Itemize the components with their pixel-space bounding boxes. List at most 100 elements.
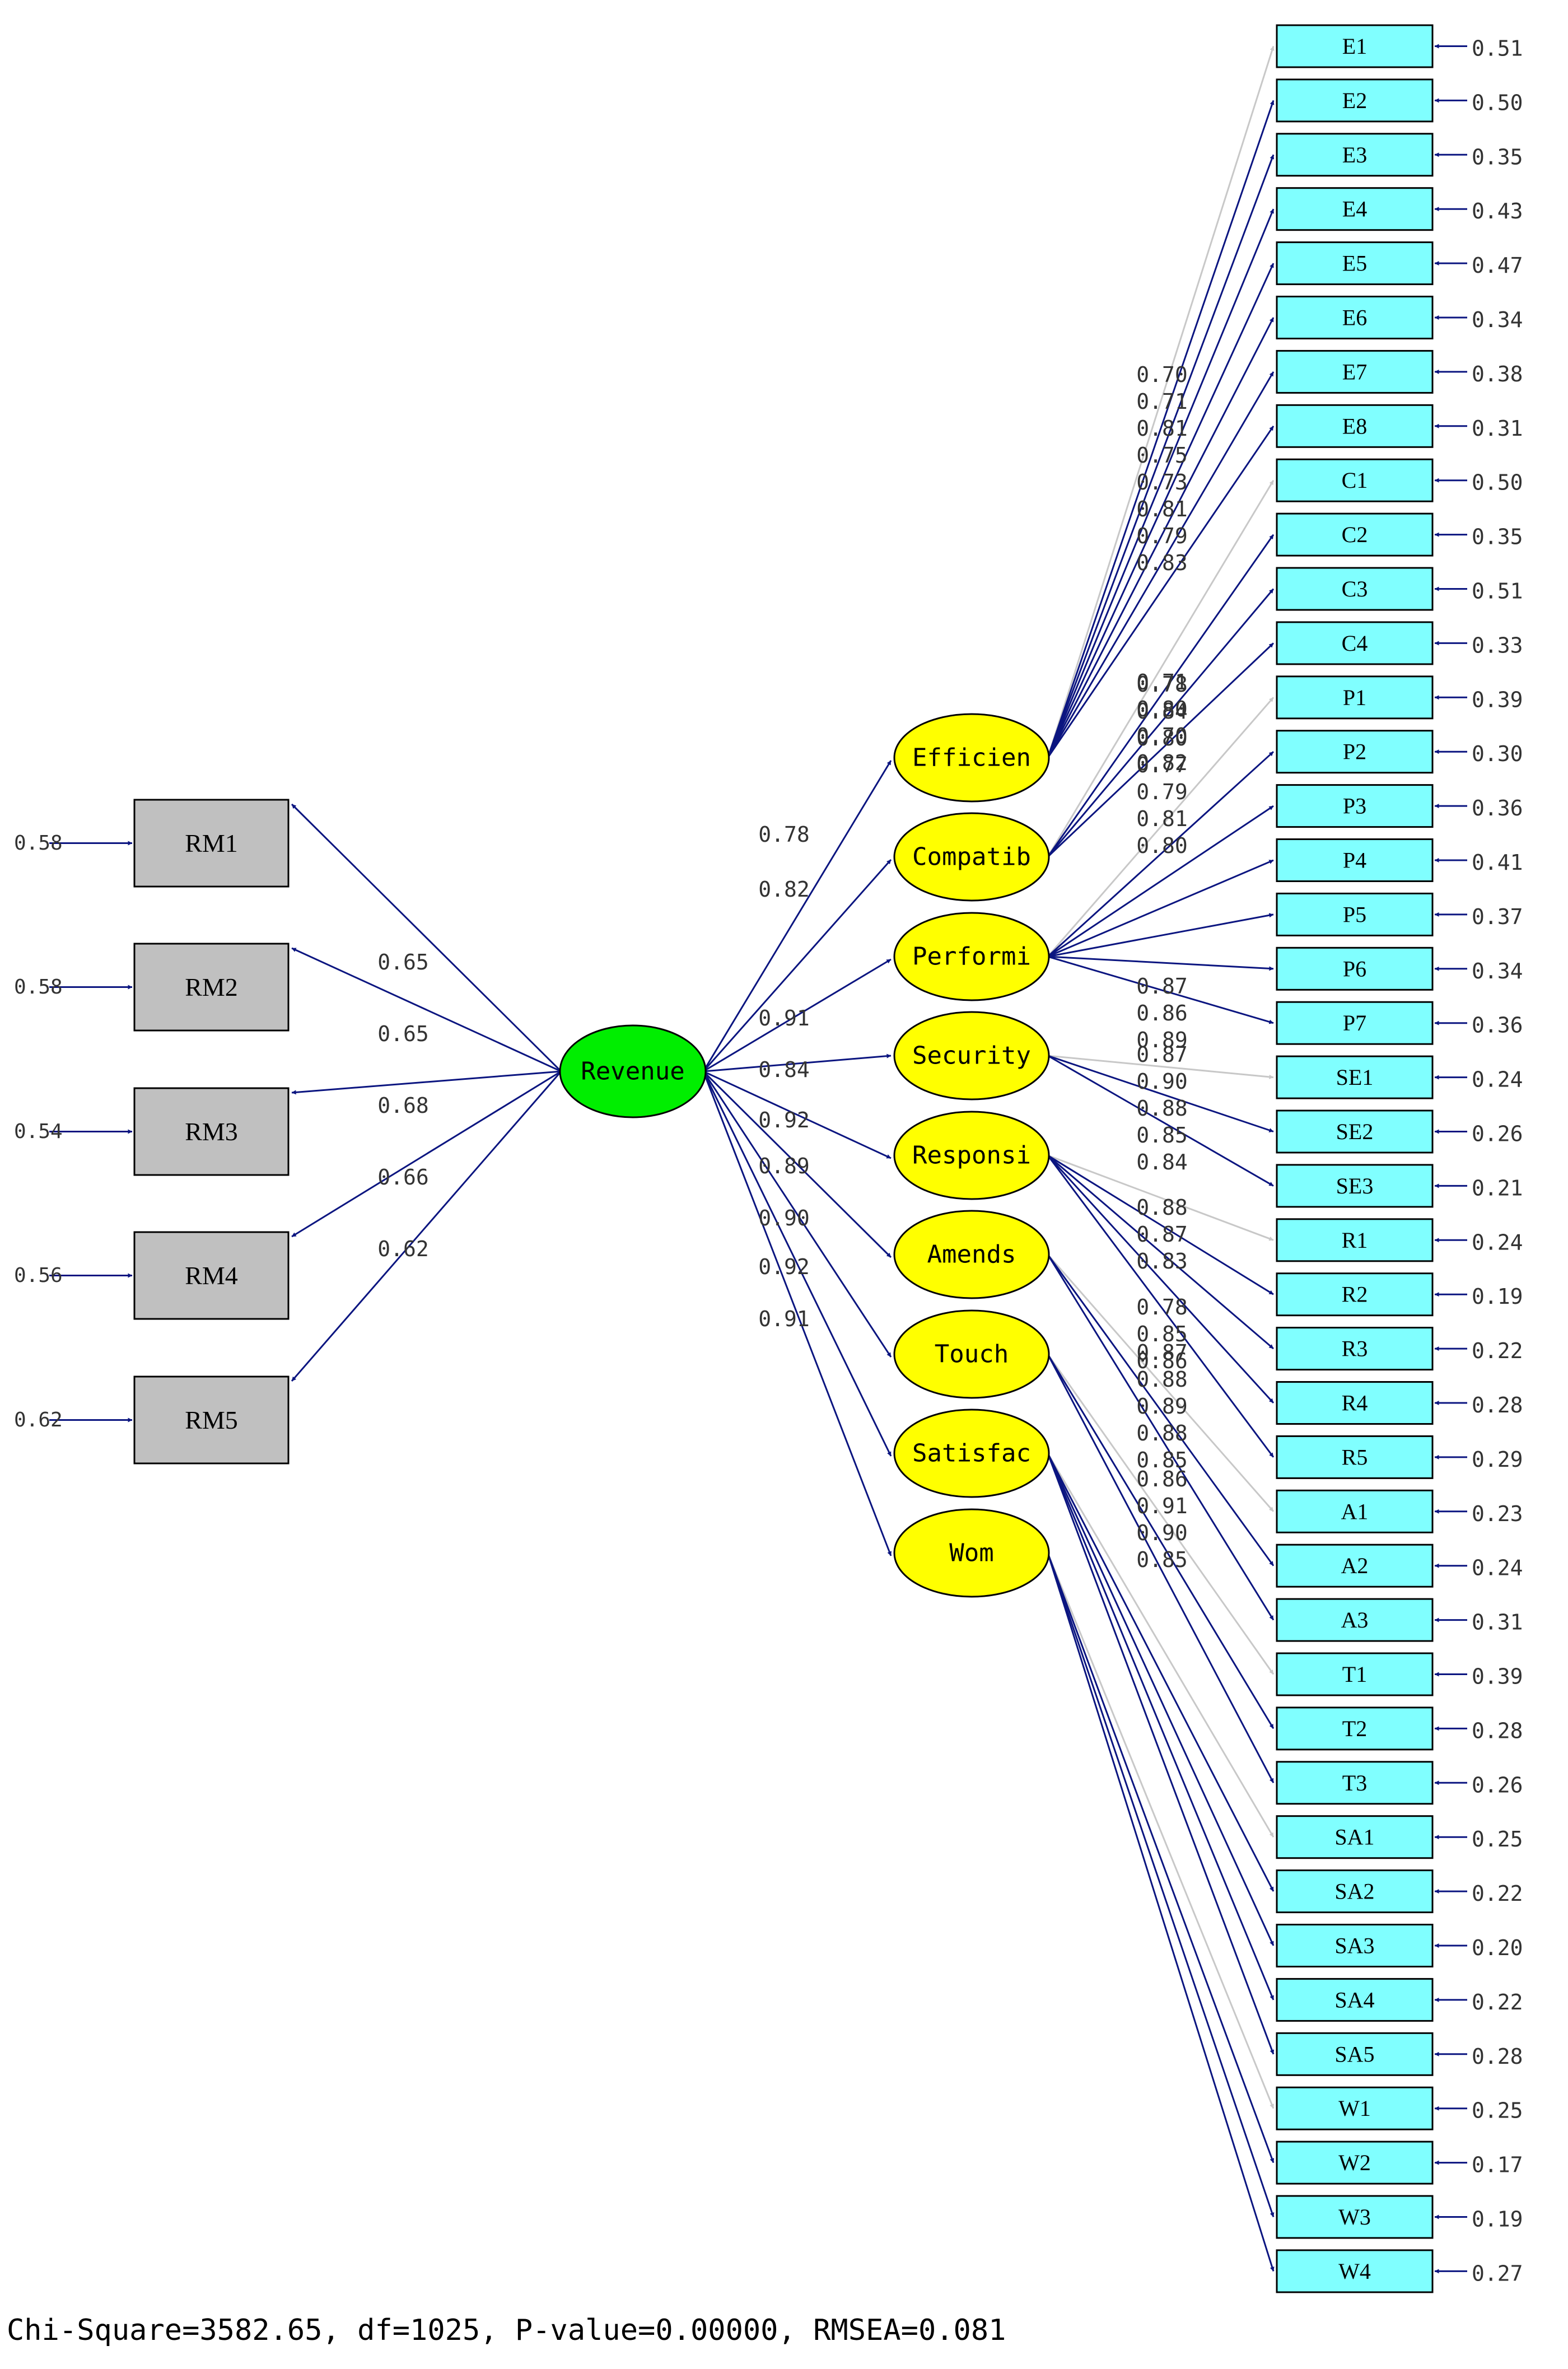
indicator-label: E5 <box>1342 251 1367 276</box>
measurement-path <box>1047 1354 1275 1729</box>
error-variance: 0.20 <box>1472 1936 1523 1960</box>
latent-factor-label: Satisfac <box>912 1439 1031 1468</box>
nodes-layer: RM1RM2RM3RM4RM5RevenueE1E2E3E4E5E6E7E8C1… <box>133 24 1434 2293</box>
measurement-path <box>1047 588 1275 857</box>
measurement-path <box>1047 46 1275 758</box>
measurement-path <box>1047 1055 1274 1132</box>
measurement-path <box>1047 1552 1275 2217</box>
factor-loading: 0.90 <box>1136 1069 1188 1094</box>
indicator-label: W2 <box>1338 2150 1371 2175</box>
error-variance: 0.50 <box>1472 90 1523 115</box>
measurement-path <box>1047 1453 1275 2055</box>
error-variance: 0.17 <box>1472 2153 1523 2177</box>
indicator-label: E7 <box>1342 359 1367 384</box>
error-variance: 0.29 <box>1472 1447 1523 1472</box>
indicator-label: W3 <box>1338 2204 1371 2230</box>
indicator-box <box>1276 784 1434 828</box>
measurement-path <box>1047 208 1275 758</box>
indicator-box <box>1276 1652 1434 1696</box>
measurement-path <box>1047 697 1275 957</box>
indicator-box <box>1276 675 1434 720</box>
measurement-path <box>1047 955 1274 971</box>
structural-path <box>702 1070 892 1258</box>
indicator-box <box>1276 2141 1434 2185</box>
error-variance: 0.24 <box>1472 1067 1523 1092</box>
error-variance: 0.41 <box>1472 850 1523 875</box>
measurement-path <box>1047 1453 1275 2000</box>
error-variance: 0.27 <box>1472 2261 1523 2286</box>
observed-variable-label: RM4 <box>185 1261 238 1290</box>
path-coefficient: 0.66 <box>377 1165 429 1190</box>
structural-coefficient: 0.90 <box>758 1206 810 1230</box>
indicator-label: C1 <box>1342 468 1368 493</box>
indicator-label: SE1 <box>1336 1065 1374 1090</box>
indicator-box <box>1276 1489 1434 1533</box>
factor-loading: 0.85 <box>1136 1547 1188 1572</box>
factor-loading: 0.87 <box>1136 1042 1188 1067</box>
latent-factor-ellipse <box>893 1210 1050 1299</box>
measurement-path <box>1047 1254 1275 1512</box>
measurement-path <box>1047 154 1275 758</box>
factor-loading: 0.78 <box>1136 672 1188 697</box>
factor-loading: 0.80 <box>1136 726 1188 750</box>
indicator-label: C3 <box>1342 576 1368 601</box>
error-variance: 0.31 <box>1472 1610 1523 1635</box>
indicator-label: SE2 <box>1336 1119 1374 1144</box>
error-variance: 0.26 <box>1472 1773 1523 1797</box>
measurement-path <box>1047 1154 1275 1404</box>
measurement-path <box>1047 263 1275 758</box>
factor-loading: 0.70 <box>1136 362 1188 387</box>
error-variance: 0.58 <box>14 832 63 855</box>
indicator-label: P7 <box>1343 1010 1366 1036</box>
factor-loading: 0.71 <box>1136 389 1188 414</box>
fit-statistics: Chi-Square=3582.65, df=1025, P-value=0.0… <box>7 2314 1006 2347</box>
observed-variable-label: RM1 <box>185 829 238 857</box>
structural-coefficient: 0.91 <box>758 1307 810 1331</box>
indicator-box <box>1276 621 1434 665</box>
error-variance: 0.43 <box>1472 199 1523 223</box>
error-variance: 0.24 <box>1472 1556 1523 1580</box>
error-variance: 0.51 <box>1472 36 1523 61</box>
indicator-label: E8 <box>1342 413 1367 439</box>
factor-loading: 0.88 <box>1136 1367 1188 1392</box>
indicator-box <box>1276 133 1434 177</box>
indicator-box <box>1276 1543 1434 1588</box>
error-variance: 0.62 <box>14 1409 63 1431</box>
error-variance: 0.26 <box>1472 1122 1523 1146</box>
factor-loading: 0.84 <box>1136 1150 1188 1174</box>
error-variance: 0.56 <box>14 1264 63 1287</box>
latent-factor-ellipse <box>893 1409 1050 1498</box>
indicator-box <box>1276 1001 1434 1045</box>
factor-loading: 0.88 <box>1136 1096 1188 1121</box>
indicator-box <box>1276 1924 1434 1967</box>
structural-path <box>703 958 892 1072</box>
measurement-path <box>1047 1055 1274 1187</box>
factor-loading: 0.79 <box>1136 780 1188 804</box>
latent-factor-ellipse <box>893 713 1050 803</box>
observed-variable-label: RM5 <box>185 1406 238 1434</box>
labels-layer: 0.580.650.580.650.540.680.560.660.620.62… <box>14 36 1523 2286</box>
indicator-box <box>1276 1381 1434 1425</box>
error-variance: 0.19 <box>1472 1284 1523 1309</box>
factor-loading: 0.77 <box>1136 753 1188 777</box>
latent-factor-ellipse <box>893 1011 1050 1100</box>
error-variance: 0.54 <box>14 1120 63 1143</box>
measurement-path <box>1047 1055 1274 1079</box>
indicator-box <box>1276 2195 1434 2239</box>
error-variance: 0.22 <box>1472 1339 1523 1363</box>
indicator-box <box>1276 296 1434 339</box>
structural-path <box>703 1070 892 1159</box>
indicator-label: P6 <box>1343 956 1366 981</box>
indicator-box <box>1276 241 1434 286</box>
observed-variable-label: RM3 <box>185 1117 238 1146</box>
indicator-box <box>1276 1706 1434 1751</box>
error-variance: 0.34 <box>1472 307 1523 332</box>
factor-loading: 0.91 <box>1136 1494 1188 1518</box>
indicator-box <box>1276 1327 1434 1371</box>
indicator-box <box>1276 730 1434 774</box>
indicator-box <box>1276 1435 1434 1479</box>
paths-layer <box>49 44 1467 2274</box>
indicator-label: P1 <box>1343 685 1366 710</box>
factor-loading: 0.87 <box>1136 974 1188 999</box>
